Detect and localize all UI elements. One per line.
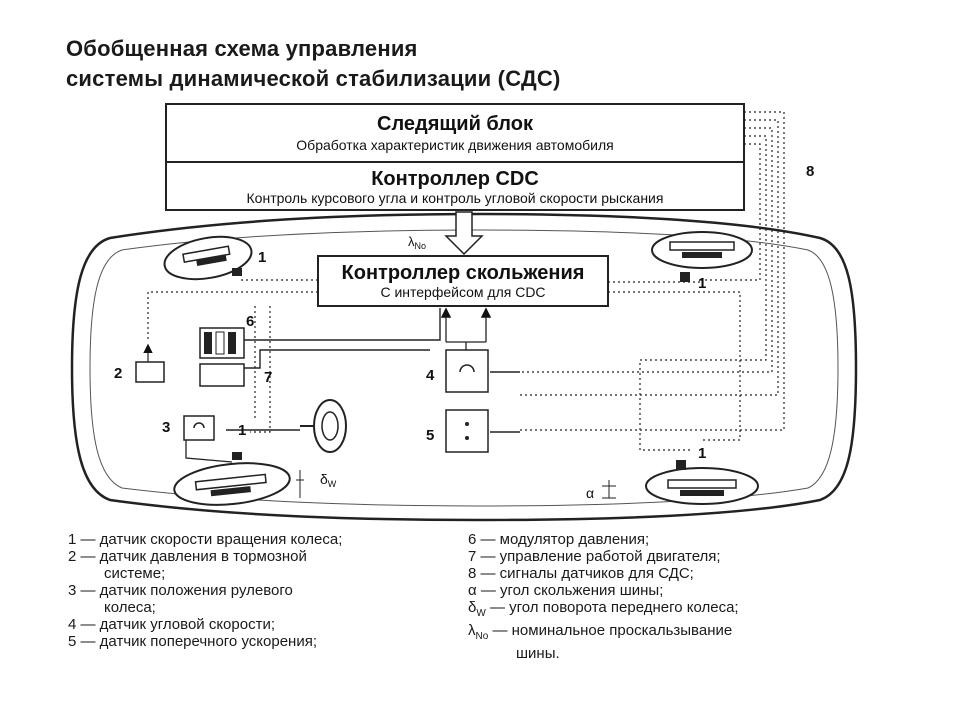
front-right-wheel [651,231,753,282]
cdc-controller-subtitle: Контроль курсового угла и контроль углов… [247,190,664,206]
yaw-rate-sensor [445,349,489,393]
callout-6: 6 [246,313,254,330]
callout-4: 4 [426,367,435,384]
steering-angle-sensor [183,415,215,441]
tracking-block: Следящий блок Обработка характеристик дв… [165,103,745,163]
diagram-title: Обобщенная схема управления системы дина… [66,34,561,94]
callout-3: 3 [162,419,170,436]
callout-1-steering: 1 [238,422,246,439]
steering-sensor-rotate-icon [193,422,205,429]
slip-controller-title: Контроллер скольжения [342,262,585,284]
lateral-acceleration-sensor [445,409,489,453]
tracking-block-title: Следящий блок [377,113,534,135]
legend-item-2: 2 — датчик давления в тормозной [68,548,307,565]
slip-angle-marker [602,480,616,499]
engine-management-unit [199,363,245,387]
legend-item-lambda-cont: шины. [516,645,560,662]
delta-w-symbol: δW [320,471,337,489]
legend-item-lambda: λNo — номинальное проскальзывание [468,622,733,642]
callout-8: 8 [806,163,814,180]
callout-1-front-right: 1 [698,275,706,292]
callout-1-rear-right: 1 [698,445,706,462]
legend-item-4: 4 — датчик угловой скорости; [68,616,276,633]
legend-item-1: 1 — датчик скорости вращения колеса; [68,531,343,548]
legend-item-6: 6 — модулятор давления; [468,531,650,548]
legend-item-5: 5 — датчик поперечного ускорения; [68,633,317,650]
callout-5: 5 [426,427,434,444]
steer-angle-marker [296,470,304,498]
steering-wheel [300,399,347,453]
alpha-symbol: α [586,485,594,501]
lateral-dot-bottom [465,436,469,440]
legend-item-3: 3 — датчик положения рулевого [68,582,293,599]
yaw-rotate-icon [459,364,475,373]
legend-item-delta-w: δW — угол поворота переднего колеса; [468,599,739,619]
title-line-1: Обобщенная схема управления [66,36,418,61]
title-line-2: системы динамической стабилизации (СДС) [66,66,561,91]
slip-controller-subtitle: С интерфейсом для CDC [380,284,545,300]
callout-7: 7 [264,369,272,386]
slip-controller: Контроллер скольжения С интерфейсом для … [317,255,609,307]
rear-right-wheel [645,460,759,505]
control-wires [226,308,520,433]
lateral-dot-top [465,422,469,426]
legend-item-7: 7 — управление работой двигателя; [468,548,721,565]
callout-1-front-left: 1 [258,249,266,266]
legend-item-alpha: α — угол скольжения шины; [468,582,664,599]
legend-item-2-cont: системе; [104,565,166,582]
legend-item-3-cont: колеса; [104,599,156,616]
legend-item-8: 8 — сигналы датчиков для СДС; [468,565,694,582]
car-body-outline [70,212,858,522]
cdc-controller: Контроллер CDC Контроль курсового угла и… [165,161,745,211]
steering-sensor-link [185,440,233,463]
cdc-controller-title: Контроллер CDC [371,168,539,190]
legend-left: 1 — датчик скорости вращения колеса; 2 —… [68,531,342,650]
car-body-inner-outline [89,229,839,507]
cdc-to-slip-arrow [444,211,484,256]
front-left-wheel [163,235,253,281]
pressure-modulator [199,327,245,359]
rear-left-wheel [173,452,291,506]
brake-pressure-sensor [135,361,165,383]
callout-2: 2 [114,365,122,382]
legend-right: 6 — модулятор давления; 7 — управление р… [468,531,739,662]
tracking-block-subtitle: Обработка характеристик движения автомоб… [296,137,613,153]
lambda-symbol: λNo [408,234,426,251]
